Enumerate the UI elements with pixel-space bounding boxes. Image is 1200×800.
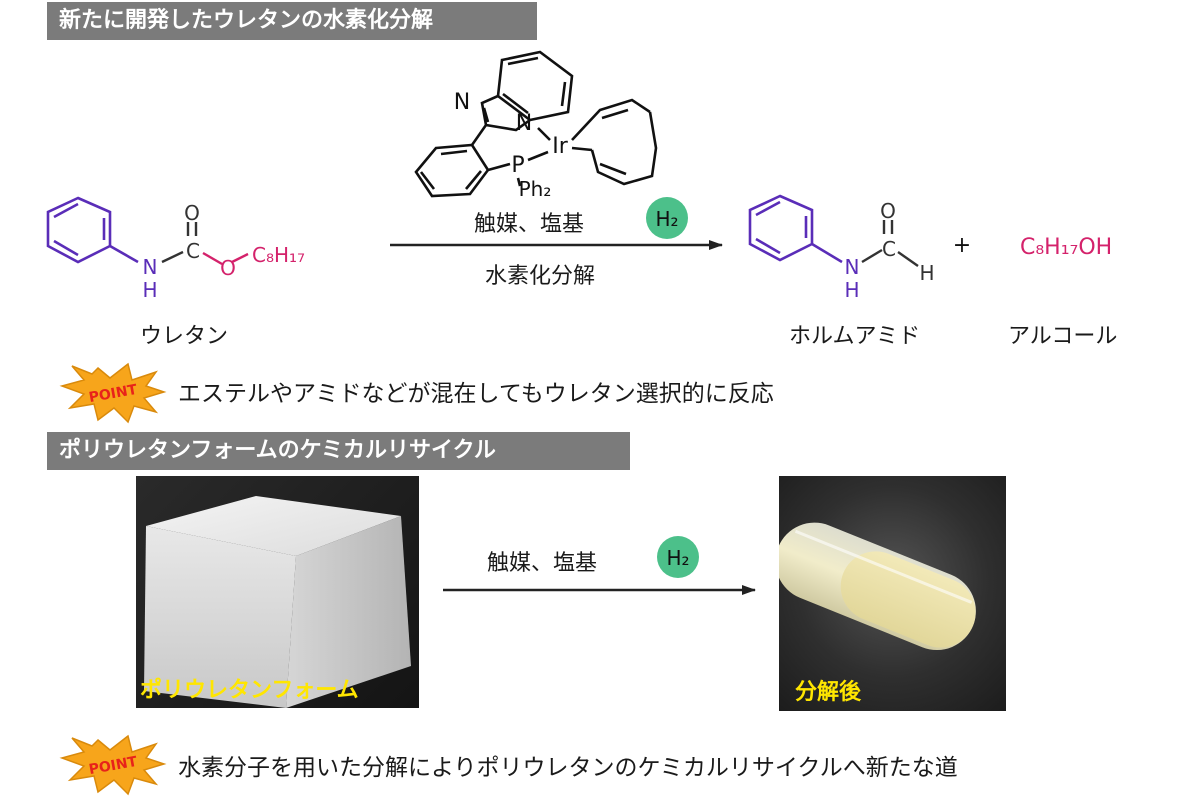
formamide-atom-h-n: H [844, 278, 859, 302]
foam-caption: ポリウレタンフォーム [140, 678, 359, 703]
formamide-atom-h-c: H [919, 261, 934, 285]
decomposed-sample-tube-photo: 分解後 [779, 476, 1006, 711]
catalyst-atom-p: P [511, 153, 524, 178]
urethane-phenyl-ring [46, 196, 139, 264]
catalyst-atom-n-amine: N [516, 111, 532, 136]
polyurethane-foam-photo: ポリウレタンフォーム [136, 476, 419, 708]
h2-badge-2-label: H₂ [666, 546, 689, 570]
catalyst-atom-n-imine: N [454, 90, 470, 115]
formamide-atom-c: C [882, 237, 896, 261]
formamide-atom-n: N [845, 255, 860, 279]
formamide-phenyl-ring [748, 194, 843, 264]
test-tube-image [779, 522, 976, 651]
catalyst-atom-ir: Ir [552, 134, 568, 159]
h2-badge-1 [646, 197, 688, 239]
urethane-atom-n: N [143, 255, 158, 279]
reaction2-conditions-above: 触媒、塩基 [487, 551, 598, 576]
catalyst-ph2: Ph₂ [519, 177, 552, 201]
point-badge-2: POINT [59, 734, 167, 796]
h2-badge-2 [657, 536, 699, 578]
section-title-hydrogenolysis: 新たに開発したウレタンの水素化分解 [47, 2, 537, 40]
point-badge-1: POINT [59, 362, 167, 424]
urethane-atom-o-ester: O [220, 256, 236, 280]
urethane-atom-c: C [186, 239, 200, 263]
formamide-structure: O C N H H [748, 194, 935, 302]
formamide-label: ホルムアミド [789, 324, 921, 349]
reaction1-conditions-below: 水素化分解 [485, 264, 596, 289]
point1-text: エステルやアミドなどが混在してもウレタン選択的に反応 [178, 381, 774, 407]
alcohol-formula: C₈H₁₇OH [1020, 235, 1112, 260]
urethane-structure: O C N H O C₈H₁₇ [46, 196, 305, 302]
formamide-atom-o: O [880, 199, 896, 223]
reaction1-conditions-above: 触媒、塩基 [474, 212, 585, 237]
urethane-alkyl-chain: C₈H₁₇ [252, 243, 305, 267]
h2-badge-1-label: H₂ [655, 207, 678, 231]
foam-block-image [144, 496, 411, 708]
plus-sign: + [953, 233, 971, 258]
alcohol-label: アルコール [1008, 324, 1118, 349]
urethane-label: ウレタン [140, 324, 229, 349]
urethane-atom-h: H [142, 278, 157, 302]
iridium-catalyst-structure [414, 50, 658, 198]
tube-caption: 分解後 [795, 680, 862, 705]
section-title-recycling: ポリウレタンフォームのケミカルリサイクル [47, 432, 630, 470]
urethane-atom-o-carbonyl: O [184, 201, 200, 225]
point2-text: 水素分子を用いた分解によりポリウレタンのケミカルリサイクルへ新たな道 [178, 755, 958, 781]
